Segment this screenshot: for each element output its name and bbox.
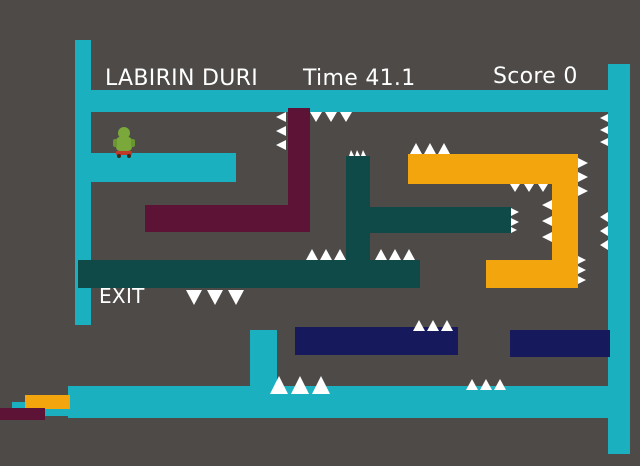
spike-icon: [320, 249, 332, 260]
spike-icon: [334, 249, 346, 260]
spike-icon: [511, 208, 519, 216]
spike-icon: [389, 249, 401, 260]
wall-start-ledge: [91, 153, 236, 182]
spike-icon: [600, 114, 608, 122]
spike-icon: [355, 150, 360, 156]
spike-icon: [480, 379, 492, 390]
spike-icon: [413, 320, 425, 331]
spike-icon: [375, 249, 387, 260]
spike-icon: [306, 249, 318, 260]
wall-green-long: [78, 260, 420, 288]
spike-icon: [494, 379, 506, 390]
score-display: Score 0: [493, 64, 578, 89]
spike-icon: [207, 290, 223, 305]
spike-icon: [438, 143, 450, 154]
wall-top-frame: [75, 90, 610, 112]
spike-icon: [600, 240, 608, 250]
wall-plum-horizontal: [145, 205, 310, 232]
spike-icon: [600, 212, 608, 222]
spike-icon: [578, 276, 586, 284]
spike-icon: [361, 150, 366, 156]
spike-icon: [228, 290, 244, 305]
wall-plum-strip: [0, 408, 45, 420]
spike-icon: [542, 232, 552, 242]
spike-icon: [578, 172, 588, 182]
spike-icon: [511, 227, 517, 233]
spike-icon: [340, 112, 352, 122]
spike-icon: [403, 249, 415, 260]
spike-icon: [578, 256, 586, 264]
spike-icon: [427, 320, 439, 331]
spike-icon: [600, 138, 608, 146]
spike-icon: [441, 320, 453, 331]
spike-icon: [600, 226, 608, 236]
spike-icon: [538, 184, 548, 192]
spike-icon: [276, 112, 286, 122]
spike-icon: [424, 143, 436, 154]
time-display: Time 41.1: [303, 66, 416, 91]
spike-icon: [542, 200, 552, 210]
spike-icon: [310, 112, 322, 122]
wall-navy-right: [510, 330, 610, 357]
spike-icon: [578, 158, 588, 168]
spike-icon: [466, 379, 478, 390]
wall-bottom-pillar: [250, 330, 277, 390]
spike-icon: [291, 376, 309, 394]
spike-icon: [276, 140, 286, 150]
wall-orange-step: [25, 395, 70, 409]
spike-icon: [510, 184, 520, 192]
wall-right-frame: [608, 64, 630, 454]
spike-icon: [410, 143, 422, 154]
exit-label: EXIT: [99, 284, 145, 308]
spike-icon: [312, 376, 330, 394]
spike-icon: [578, 266, 586, 274]
spike-icon: [186, 290, 202, 305]
wall-navy-left: [295, 327, 458, 355]
spike-icon: [270, 376, 288, 394]
wall-orange-bottom: [486, 260, 578, 288]
spike-icon: [524, 184, 534, 192]
spike-icon: [600, 126, 608, 134]
spike-icon: [276, 126, 286, 136]
game-title: LABIRIN DURI: [105, 66, 259, 91]
spike-icon: [511, 218, 519, 226]
wall-green-arm: [346, 207, 511, 233]
spike-icon: [578, 186, 588, 196]
wall-bottom-floor: [68, 386, 628, 418]
player-robot-icon[interactable]: [110, 126, 138, 158]
spike-icon: [349, 150, 354, 156]
spike-icon: [542, 216, 552, 226]
spike-icon: [325, 112, 337, 122]
wall-orange-top: [408, 154, 578, 184]
wall-plum-vertical: [288, 108, 310, 232]
